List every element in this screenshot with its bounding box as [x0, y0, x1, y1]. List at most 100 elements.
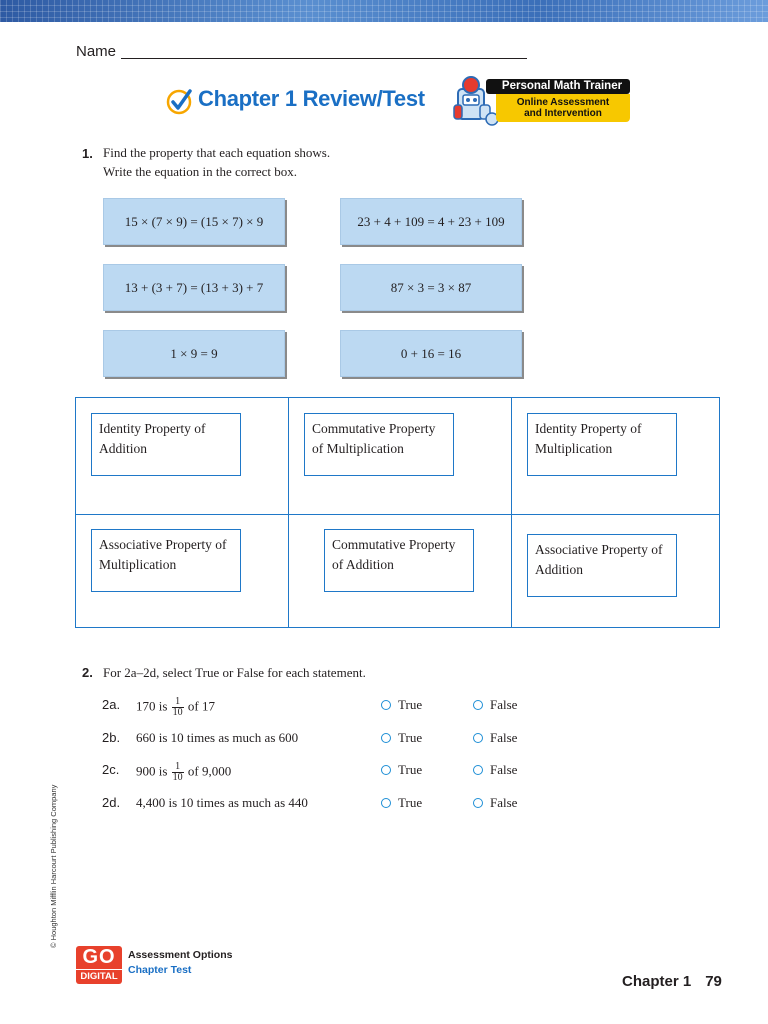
chapter-label: Chapter 1: [622, 973, 692, 990]
true-option[interactable]: True: [381, 697, 422, 717]
statement-text: of 9,000: [187, 763, 232, 779]
option-label: False: [490, 697, 518, 712]
radio-icon[interactable]: [381, 798, 391, 809]
option-label: True: [398, 795, 423, 810]
false-option[interactable]: False: [473, 795, 517, 815]
question-1-line1: Find the property that each equation sho…: [103, 145, 331, 160]
property-label: Identity Property of: [535, 421, 642, 436]
option-label: True: [398, 762, 423, 777]
equation-tile[interactable]: 13 + (3 + 7) = (13 + 3) + 7: [103, 264, 285, 311]
chapter-test-link[interactable]: Chapter Test: [128, 964, 192, 976]
trainer-robot-icon: [453, 76, 499, 126]
statement-text: 170 is: [136, 698, 168, 714]
property-label: Associative Property of: [535, 542, 663, 557]
true-option[interactable]: True: [381, 730, 422, 750]
true-option[interactable]: True: [381, 795, 422, 815]
assessment-options: Assessment Options Chapter Test: [128, 948, 232, 978]
badge-body: Online Assessment and Intervention: [496, 94, 630, 122]
name-field-line[interactable]: [121, 58, 527, 59]
radio-icon[interactable]: [381, 733, 391, 744]
property-label: Addition: [99, 441, 148, 456]
title-text: Chapter 1 Review/Test: [198, 86, 425, 111]
false-option[interactable]: False: [473, 762, 517, 782]
personal-math-trainer-badge[interactable]: Personal Math Trainer Online Assessment …: [452, 75, 632, 129]
property-label: of Multiplication: [312, 441, 404, 456]
radio-icon[interactable]: [473, 798, 483, 809]
item-label: 2a.: [102, 697, 121, 712]
statement-text: 900 is: [136, 763, 168, 779]
property-drop-box[interactable]: Identity Property of Multiplication: [527, 413, 677, 476]
property-sorting-grid: Identity Property of Addition Commutativ…: [75, 397, 720, 628]
radio-icon[interactable]: [381, 765, 391, 776]
grid-divider: [76, 514, 719, 515]
item-label: 2c.: [102, 762, 120, 777]
item-label: 2b.: [102, 730, 121, 745]
option-label: True: [398, 697, 423, 712]
property-drop-box[interactable]: Associative Property of Addition: [527, 534, 677, 597]
copyright-notice: © Houghton Mifflin Harcourt Publishing C…: [49, 784, 58, 948]
badge-line1: Online Assessment: [516, 97, 610, 108]
equation-tile[interactable]: 1 × 9 = 9: [103, 330, 285, 377]
property-drop-box[interactable]: Associative Property of Multiplication: [91, 529, 241, 592]
radio-icon[interactable]: [473, 700, 483, 711]
statement-text: of 17: [187, 698, 216, 714]
question-2-prompt: For 2a–2d, select True or False for each…: [103, 665, 366, 680]
property-drop-box[interactable]: Commutative Property of Addition: [324, 529, 474, 592]
option-label: True: [398, 730, 423, 745]
property-label: of Addition: [332, 557, 394, 572]
denominator: 10: [172, 707, 183, 718]
true-option[interactable]: True: [381, 762, 422, 782]
property-label: Commutative Property: [332, 537, 456, 552]
item-statement: 660 is 10 times as much as 600: [136, 730, 299, 745]
page-number: 79: [705, 973, 722, 990]
grid-divider: [511, 398, 512, 627]
question-2-number: 2.: [82, 665, 93, 680]
property-label: Associative Property of: [99, 537, 227, 552]
checkmark-icon: [166, 89, 192, 115]
radio-icon[interactable]: [381, 700, 391, 711]
question-1-number: 1.: [82, 146, 93, 161]
property-label: Multiplication: [535, 441, 613, 456]
grid-divider: [288, 398, 289, 627]
denominator: 10: [172, 772, 183, 783]
assessment-options-label: Assessment Options: [128, 949, 233, 961]
top-decorative-band: [0, 0, 768, 22]
equation-tile[interactable]: 23 + 4 + 109 = 4 + 23 + 109: [340, 198, 522, 245]
item-statement: 4,400 is 10 times as much as 440: [136, 795, 308, 810]
name-label: Name: [76, 43, 117, 60]
equation-tile[interactable]: 15 × (7 × 9) = (15 × 7) × 9: [103, 198, 285, 245]
property-label: Multiplication: [99, 557, 177, 572]
go-digital-logo[interactable]: GO DIGITAL: [76, 946, 122, 984]
numerator: 1: [171, 762, 184, 773]
page-footer: Chapter 1 79: [622, 973, 722, 990]
badge-line2: and Intervention: [524, 108, 602, 119]
property-label: Addition: [535, 562, 584, 577]
false-option[interactable]: False: [473, 697, 517, 717]
go-logo-text: GO: [76, 946, 122, 969]
property-label: Commutative Property: [312, 421, 436, 436]
property-label: Identity Property of: [99, 421, 206, 436]
true-false-row: 2b. 660 is 10 times as much as 600 True …: [102, 728, 542, 750]
digital-logo-text: DIGITAL: [76, 970, 122, 984]
numerator: 1: [171, 697, 184, 708]
badge-heading: Personal Math Trainer: [486, 79, 630, 94]
option-label: False: [490, 730, 518, 745]
property-drop-box[interactable]: Commutative Property of Multiplication: [304, 413, 454, 476]
question-1-line2: Write the equation in the correct box.: [103, 164, 298, 179]
question-1-text: Find the property that each equation sho…: [103, 143, 330, 181]
option-label: False: [490, 795, 518, 810]
false-option[interactable]: False: [473, 730, 517, 750]
item-label: 2d.: [102, 795, 121, 810]
radio-icon[interactable]: [473, 765, 483, 776]
radio-icon[interactable]: [473, 733, 483, 744]
equation-tile[interactable]: 0 + 16 = 16: [340, 330, 522, 377]
equation-tile[interactable]: 87 × 3 = 3 × 87: [340, 264, 522, 311]
true-false-row: 2d. 4,400 is 10 times as much as 440 Tru…: [102, 793, 542, 815]
property-drop-box[interactable]: Identity Property of Addition: [91, 413, 241, 476]
